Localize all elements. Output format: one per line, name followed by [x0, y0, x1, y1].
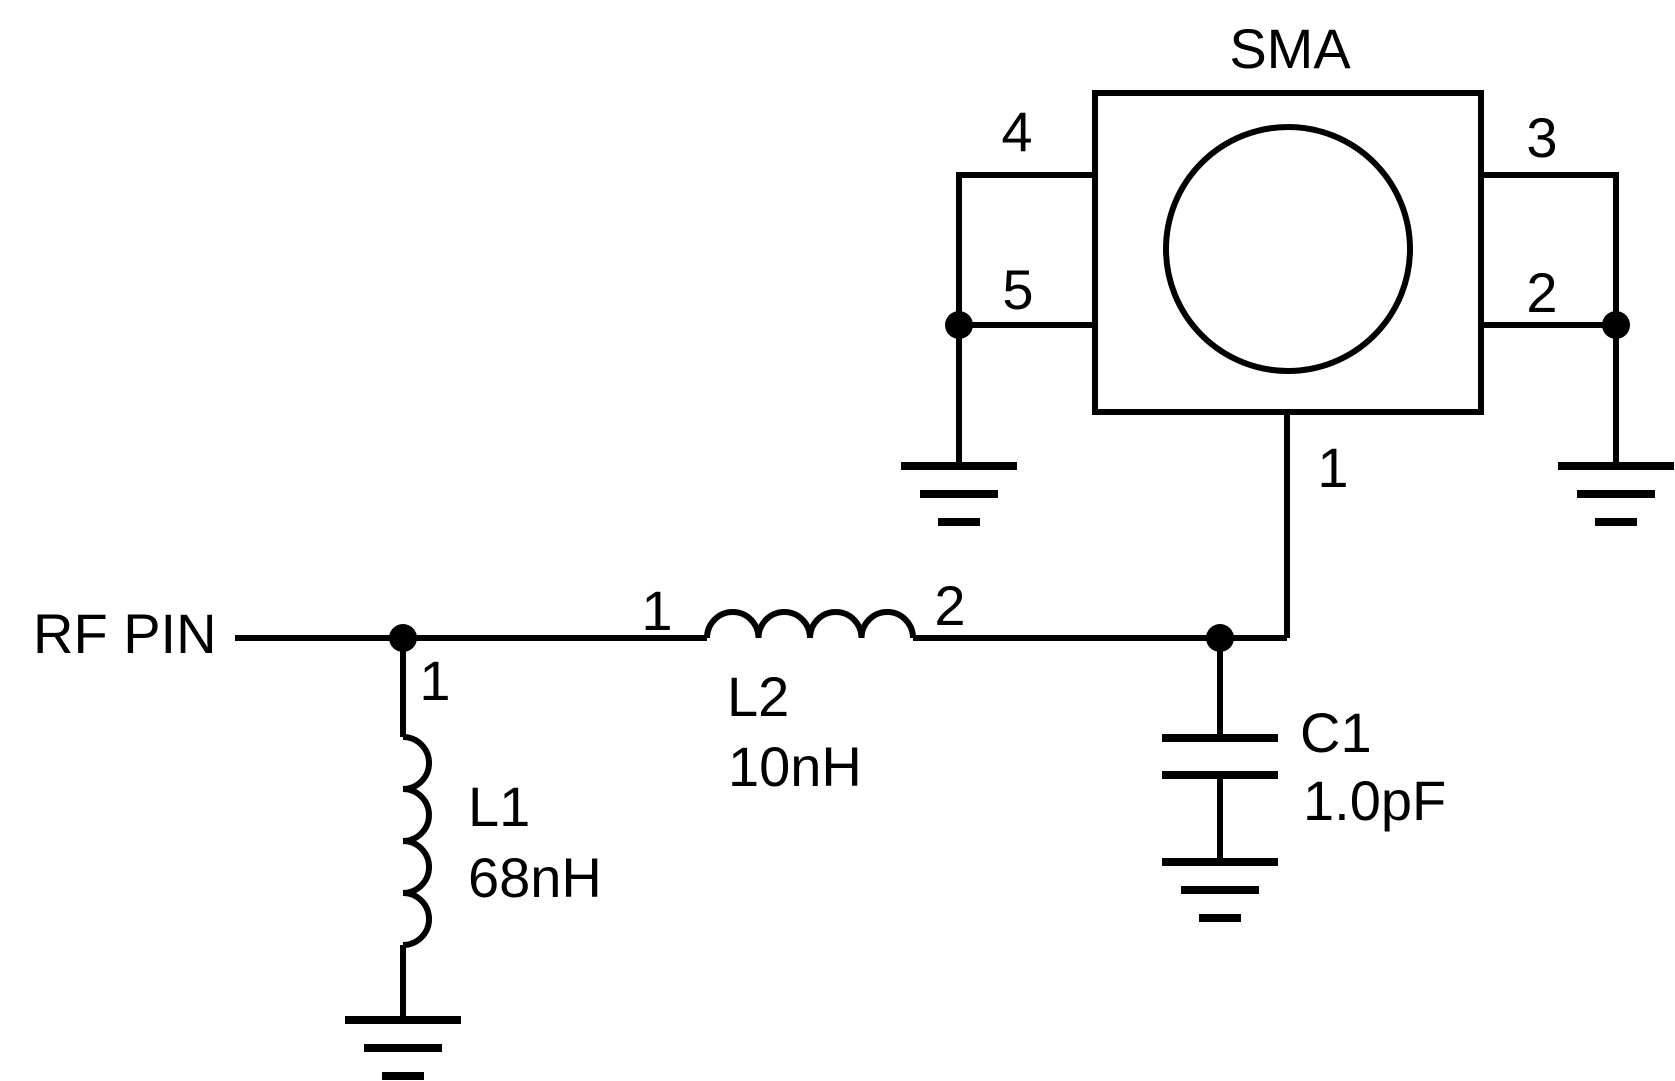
pin5-junction-dot — [945, 311, 973, 339]
l2-pin2-number: 2 — [934, 574, 965, 637]
sma-pin1-wiring: 1 — [1284, 412, 1349, 638]
l1-inductor-coil — [402, 734, 432, 948]
pin3-to-ground-wire — [1481, 172, 1619, 466]
pin2-junction-dot — [1602, 311, 1630, 339]
ground-symbol-c1 — [1162, 858, 1278, 922]
sma-pin3-number: 3 — [1526, 106, 1557, 169]
sma-connector-symbol: SMA — [1092, 17, 1484, 415]
sma-left-pin-wiring: 4 5 — [901, 100, 1095, 526]
sma-body-box — [1092, 90, 1484, 415]
c1-ref-label: C1 — [1300, 701, 1372, 764]
l1-shunt-branch: 1 L1 68nH — [345, 638, 602, 1080]
ground-symbol-l1 — [345, 1016, 461, 1080]
sma-pin1-number: 1 — [1317, 436, 1348, 499]
main-rf-rail: RF PIN 1 2 L2 10nH — [33, 574, 1287, 798]
sma-coax-circle — [1163, 124, 1413, 374]
sma-ref-label: SMA — [1229, 17, 1351, 80]
rf-pin-net-label: RF PIN — [33, 602, 217, 665]
ground-symbol-left — [901, 462, 1017, 526]
c1-shunt-branch: C1 1.0pF — [1162, 638, 1446, 922]
c1-value-label: 1.0pF — [1303, 769, 1446, 832]
sma-pin5-number: 5 — [1002, 258, 1033, 321]
sma-right-pin-wiring: 3 2 — [1481, 106, 1674, 526]
l2-pin1-number: 1 — [641, 579, 672, 642]
l1-pin1-number: 1 — [419, 649, 450, 712]
l2-value-label: 10nH — [728, 735, 862, 798]
l2-ref-label: L2 — [727, 665, 789, 728]
sma-pin2-number: 2 — [1526, 261, 1557, 324]
l1-ref-label: L1 — [468, 775, 530, 838]
ground-symbol-right — [1558, 462, 1674, 526]
pin4-to-ground-wire — [956, 172, 1095, 466]
sma-pin4-number: 4 — [1001, 100, 1032, 163]
l1-value-label: 68nH — [468, 846, 602, 909]
l2-inductor-coil — [704, 609, 916, 639]
